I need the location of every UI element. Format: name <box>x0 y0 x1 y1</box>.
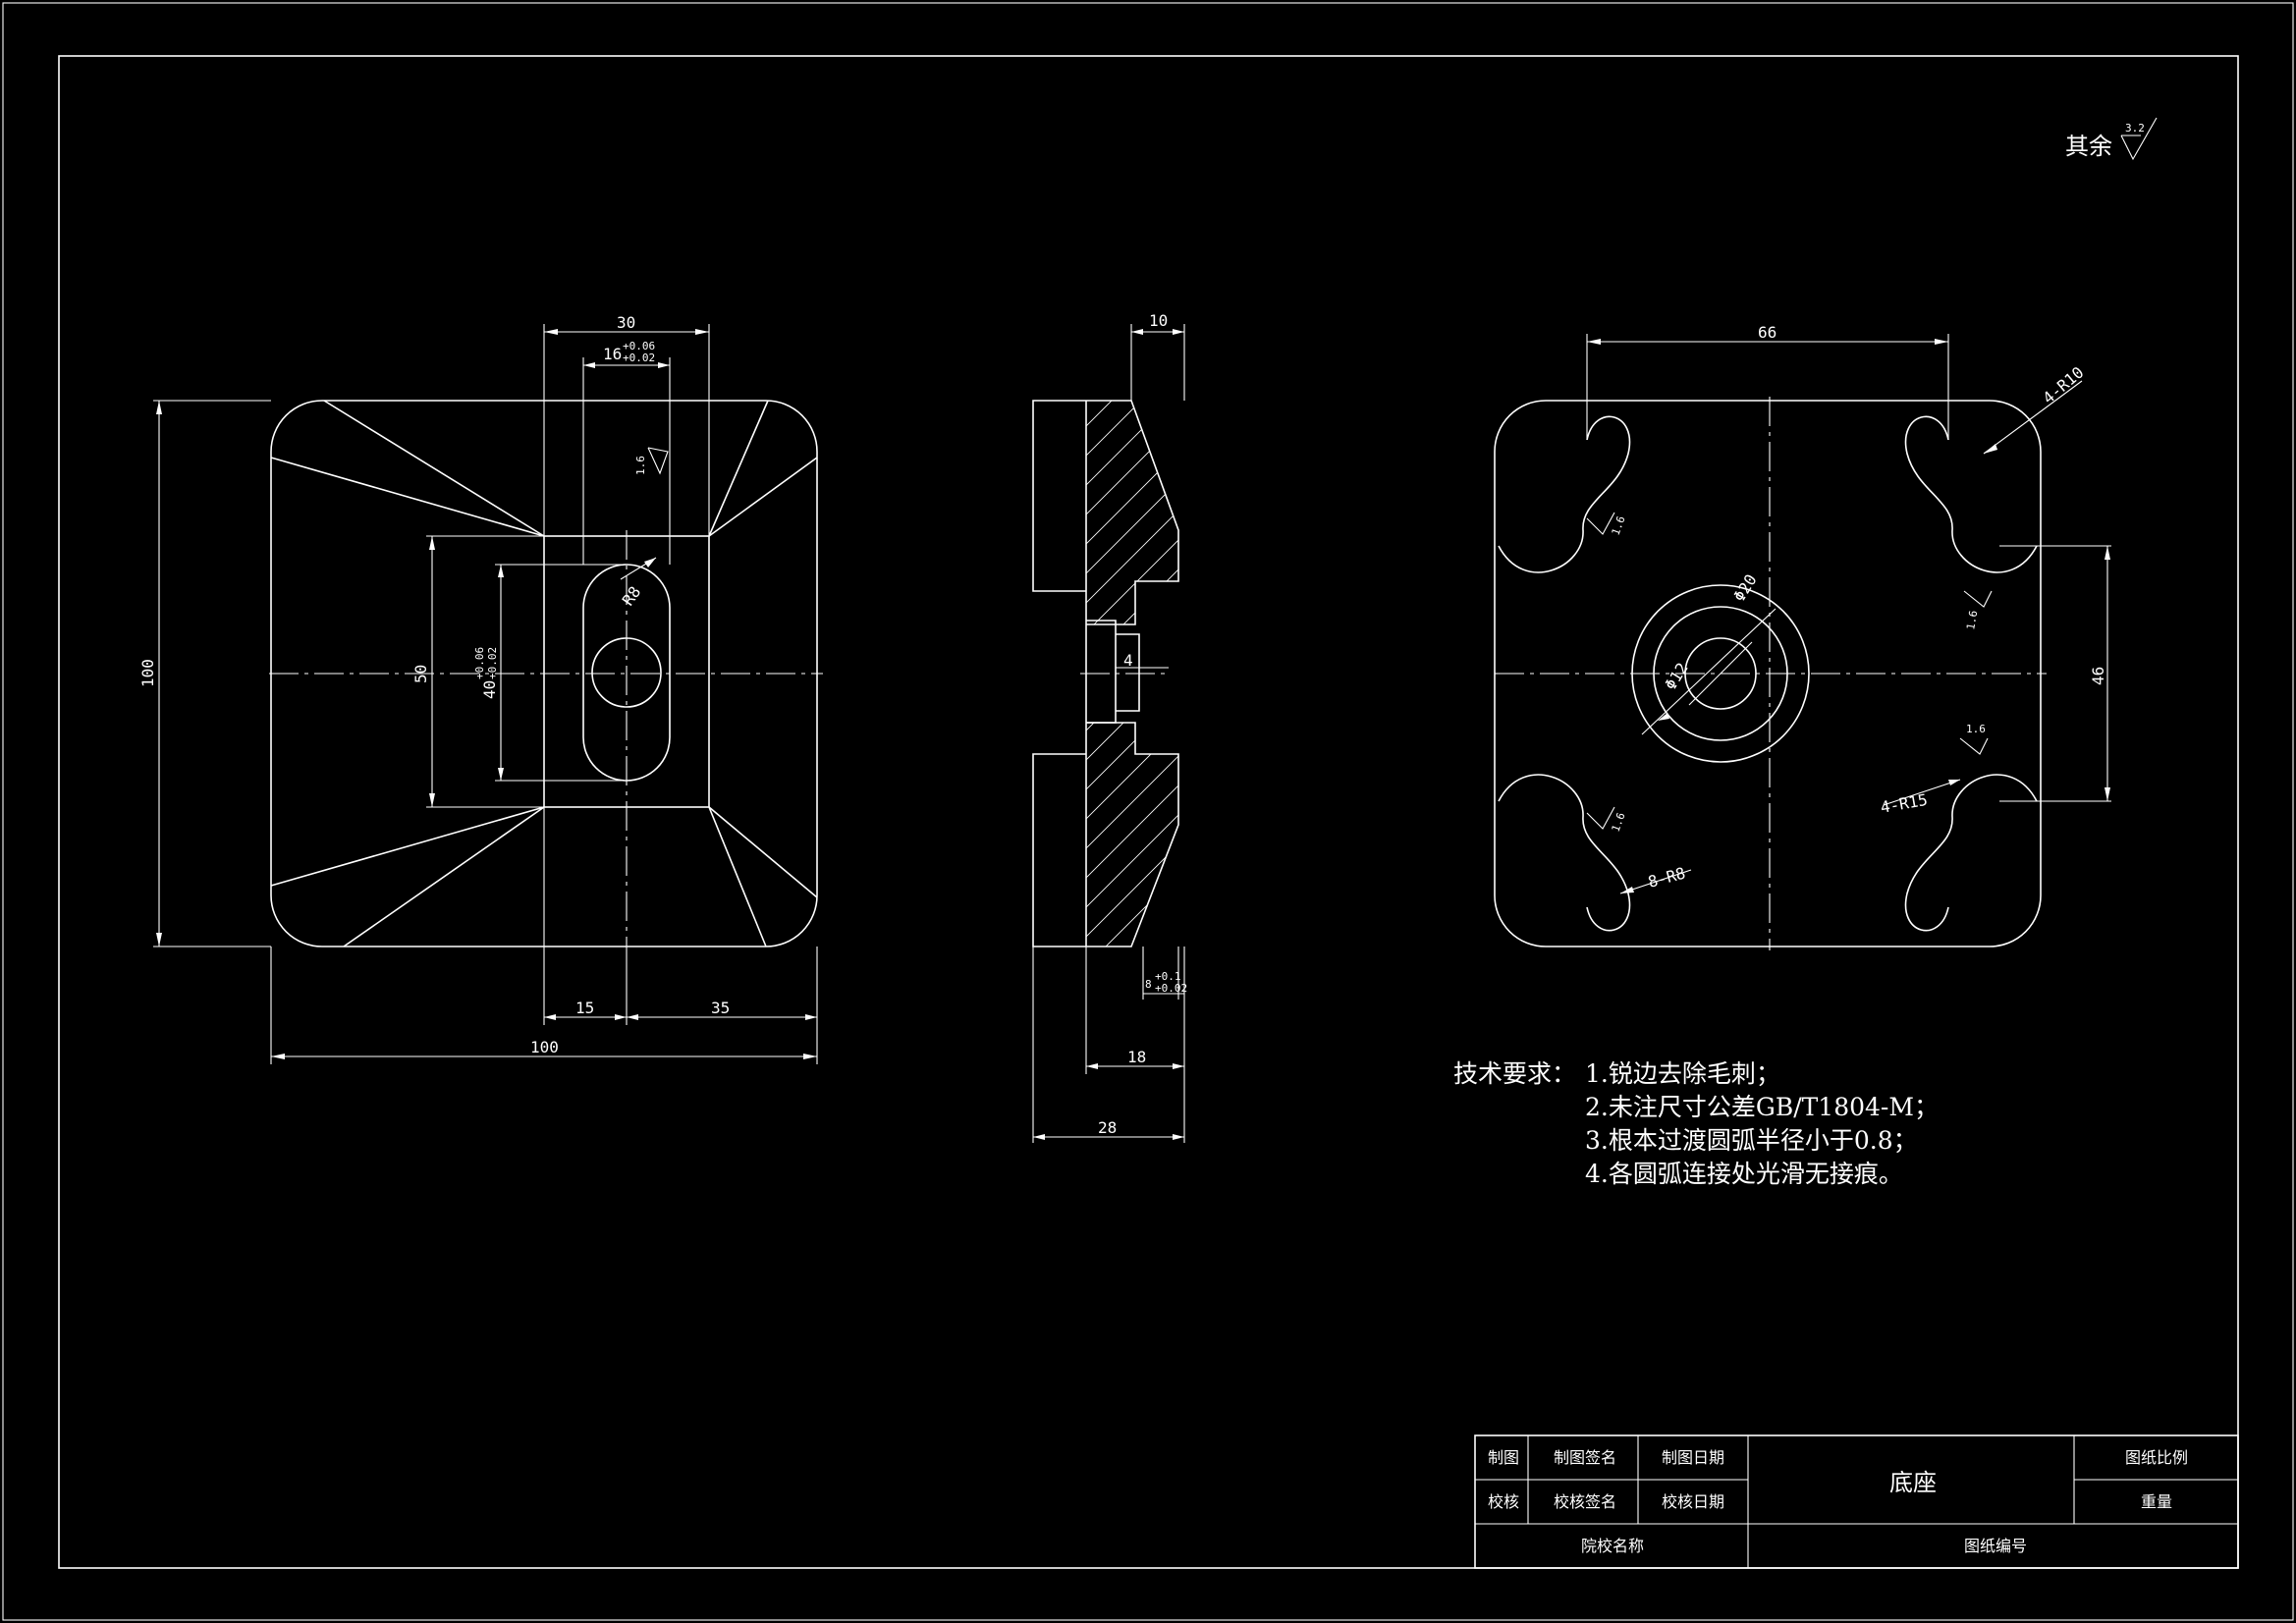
surface-finish-value: 3.2 <box>2125 122 2145 135</box>
tb-checked-label: 校核 <box>1488 1492 1519 1511</box>
tb-drawn-sign: 制图签名 <box>1554 1448 1616 1467</box>
tb-scale-label: 图纸比例 <box>2125 1448 2188 1467</box>
dim-slot-width: 16 <box>603 345 622 363</box>
dim-tol-base: 8 <box>1145 978 1152 991</box>
tb-drawn-date: 制图日期 <box>1662 1448 1724 1467</box>
tech-requirements-heading: 技术要求： <box>1453 1059 1576 1088</box>
tb-checked-sign: 校核签名 <box>1554 1492 1616 1511</box>
surface-finish-note: 其余 3.2 <box>2065 117 2158 161</box>
dim-slot-length-lower: +0.02 <box>486 647 499 679</box>
right-roughness-c: 1.6 <box>1610 811 1628 834</box>
front-view: 30 16 +0.06 +0.02 1.6 100 50 40 +0.06 +0… <box>138 313 823 1064</box>
tech-requirement-item: 4.各圆弧连接处光滑无接痕。 <box>1585 1160 1903 1188</box>
surface-finish-label: 其余 <box>2065 133 2112 160</box>
dim-outer-dia: Φ20 <box>1729 571 1760 606</box>
dim-slot-width-lower: +0.02 <box>623 352 655 364</box>
tb-weight-label: 重量 <box>2141 1492 2172 1511</box>
dim-tol-lower: +0.02 <box>1155 982 1187 995</box>
tech-requirement-item: 2.未注尺寸公差GB/T1804-M； <box>1585 1093 1939 1121</box>
right-view: 66 4-R10 1.6 1.6 1.6 1.6 Φ20 Φ12 46 4-R1… <box>1494 323 2111 950</box>
title-block: 制图 制图签名 制图日期 校核 校核签名 校核日期 底座 图纸比例 重量 院校名… <box>1474 1434 2239 1569</box>
tb-school-label: 院校名称 <box>1581 1537 1644 1555</box>
right-roughness-d: 1.6 <box>1966 723 1986 735</box>
tech-requirements: 技术要求： 1.锐边去除毛刺； 2.未注尺寸公差GB/T1804-M； 3.根本… <box>1453 1059 1939 1188</box>
dim-offset-right: 35 <box>711 999 730 1017</box>
tb-drawing-no-label: 图纸编号 <box>1964 1537 2027 1555</box>
dim-tol-upper: +0.1 <box>1155 970 1181 983</box>
dim-hole-spacing-v: 46 <box>2089 667 2107 685</box>
dim-mid-width: 18 <box>1127 1048 1146 1066</box>
dim-slot-radius-small: 8-R8 <box>1646 864 1687 892</box>
dim-slot-width-upper: +0.06 <box>623 340 655 352</box>
right-roughness-a: 1.6 <box>1610 514 1628 537</box>
dim-recess: 4 <box>1123 651 1133 670</box>
side-view: 10 4 8 +0.1 +0.02 18 28 <box>1032 311 1187 1143</box>
dim-offset-left: 15 <box>575 999 594 1017</box>
dim-top-width: 30 <box>617 313 635 332</box>
dim-slot-radius-large: 4-R15 <box>1879 790 1929 817</box>
front-roughness: 1.6 <box>634 456 647 475</box>
dim-corner-radius: 4-R10 <box>2039 363 2087 408</box>
dim-slot-radius: R8 <box>619 583 645 610</box>
tech-requirement-item: 1.锐边去除毛刺； <box>1585 1059 1780 1088</box>
tech-requirement-item: 3.根本过渡圆弧半径小于0.8； <box>1585 1126 1918 1155</box>
dim-slot-length: 40 <box>480 680 499 699</box>
tb-drawn-label: 制图 <box>1488 1448 1519 1467</box>
dim-total-width: 28 <box>1098 1118 1117 1137</box>
dim-height: 100 <box>138 659 157 687</box>
tb-checked-date: 校核日期 <box>1662 1492 1724 1511</box>
dim-inner-height: 50 <box>411 665 430 683</box>
dim-width: 100 <box>530 1038 559 1056</box>
tb-part-name: 底座 <box>1889 1469 1937 1496</box>
right-roughness-b: 1.6 <box>1964 610 1980 631</box>
dim-hole-spacing-h: 66 <box>1758 323 1777 342</box>
dim-flange: 10 <box>1149 311 1168 330</box>
dim-slot-length-upper: +0.06 <box>473 647 486 679</box>
